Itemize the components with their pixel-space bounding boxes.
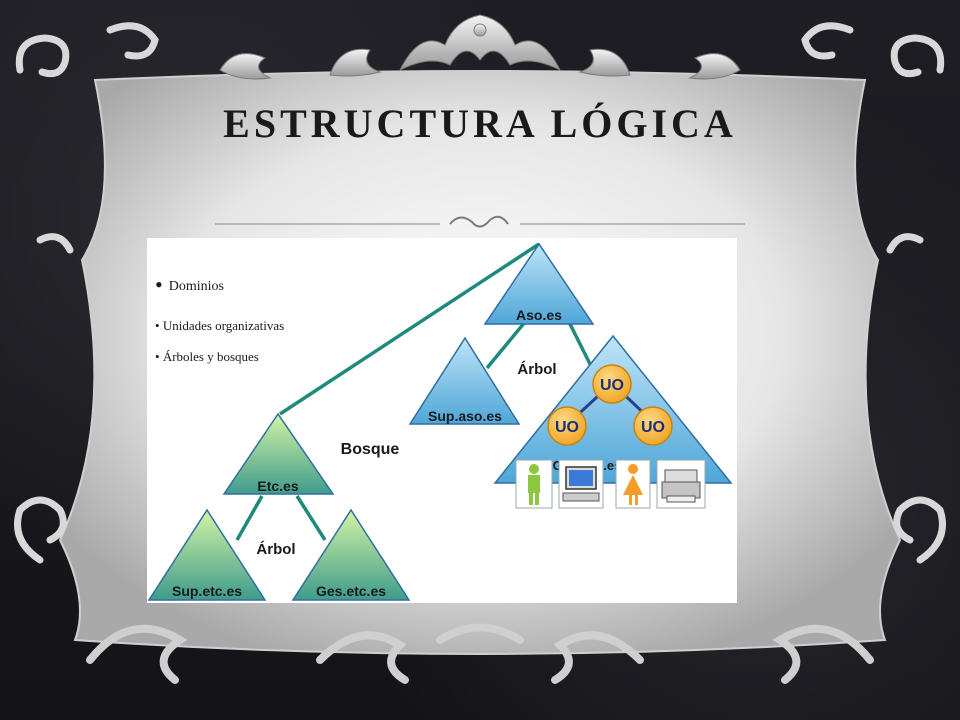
ou-top: UO <box>592 364 632 404</box>
domain-sup-aso-es: Sup.aso.es <box>408 336 521 425</box>
title-divider <box>215 215 745 228</box>
corner-ornaments <box>14 22 946 564</box>
link-etc-sup <box>235 495 264 541</box>
domain-aso-es: Aso.es <box>483 242 595 325</box>
tree-label-top: Árbol <box>517 361 556 378</box>
svg-text:UO: UO <box>600 377 624 394</box>
link-aso-sup <box>485 320 527 370</box>
diagram-links <box>235 242 594 541</box>
domain-ges-etc-es: Ges.etc.es <box>291 508 411 601</box>
bullet-unidades: • Unidades organizativas <box>155 318 285 333</box>
printer-icon <box>656 459 706 509</box>
svg-text:UO: UO <box>555 419 579 436</box>
forest-link <box>279 242 540 416</box>
user-female-icon <box>615 459 651 509</box>
bullet-dominios: •Dominios <box>155 272 224 297</box>
bullet-arboles: • Árboles y bosques <box>155 349 259 364</box>
domain-label-ges-etc: Ges.etc.es <box>316 583 386 599</box>
computer-icon <box>558 459 604 509</box>
ou-right: UO <box>633 406 673 446</box>
domain-label-etc: Etc.es <box>257 478 298 494</box>
domain-label-aso: Aso.es <box>516 307 562 323</box>
slide-title: ESTRUCTURA LÓGICA <box>223 101 737 146</box>
domain-sup-etc-es: Sup.etc.es <box>147 508 267 601</box>
bottom-ornament <box>86 623 874 684</box>
domain-diagram: Aso.es Sup.aso.es Ges.aso.es UO UO UO <box>147 242 733 601</box>
domain-label-sup-aso: Sup.aso.es <box>428 408 502 424</box>
link-aso-ges <box>567 321 594 369</box>
forest-label: Bosque <box>341 441 400 458</box>
object-icons <box>515 459 706 509</box>
svg-text:UO: UO <box>641 419 665 436</box>
link-etc-ges <box>295 495 327 541</box>
domain-label-sup-etc: Sup.etc.es <box>172 583 242 599</box>
domain-etc-es: Etc.es <box>222 412 335 495</box>
top-ornament <box>219 14 741 80</box>
ou-left: UO <box>547 406 587 446</box>
user-male-icon <box>515 459 553 509</box>
tree-label-bottom: Árbol <box>256 541 295 558</box>
